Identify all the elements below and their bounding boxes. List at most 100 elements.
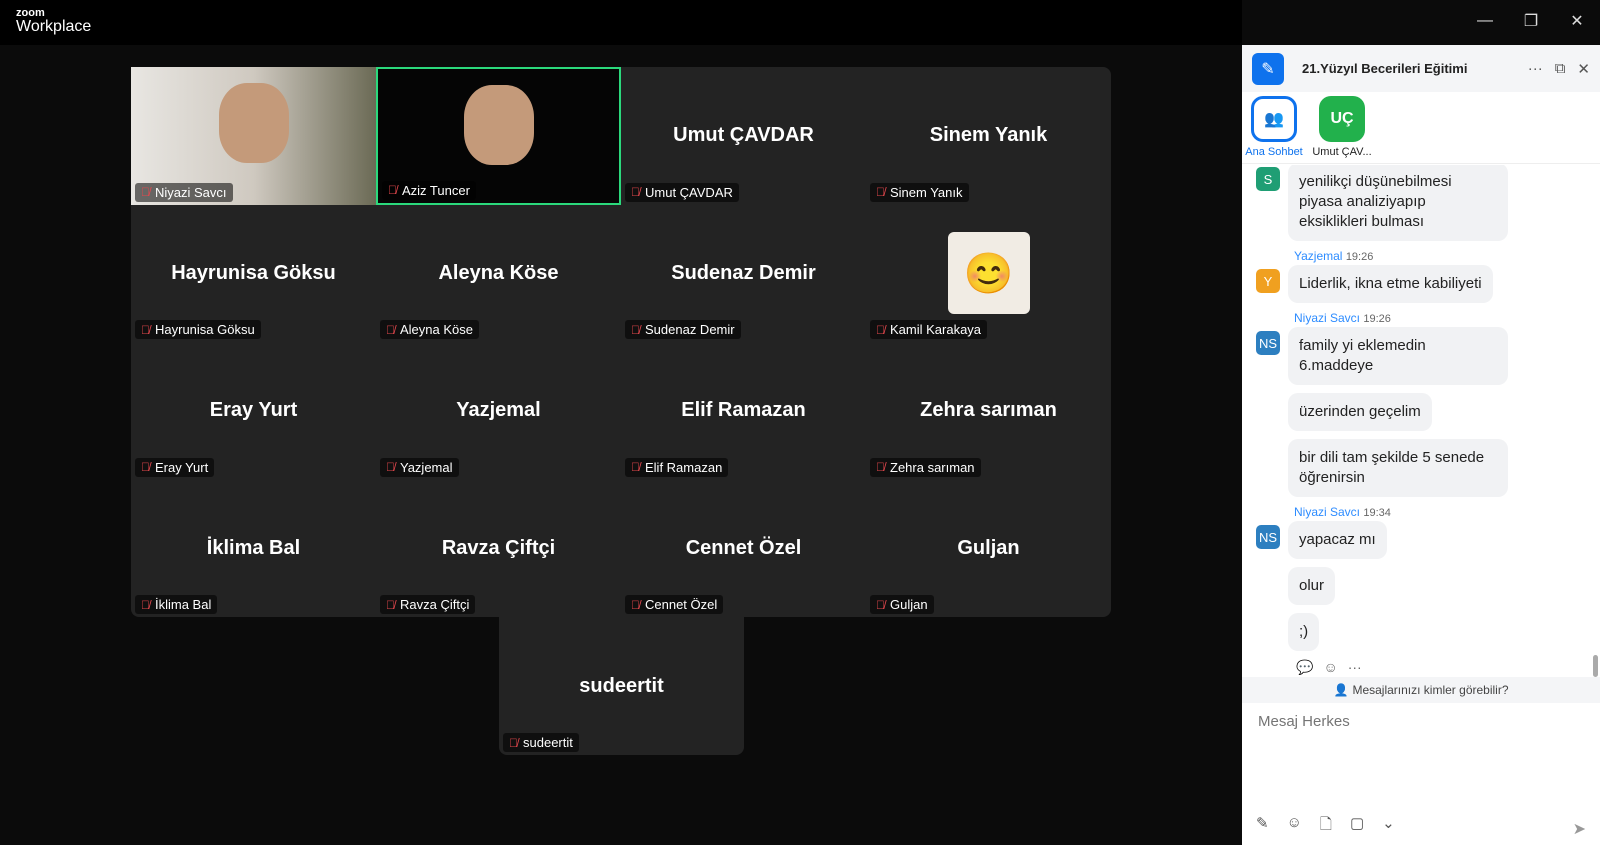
- participant-display-name: Sudenaz Demir: [671, 261, 816, 284]
- participant-tile[interactable]: Elif Ramazan 🎙̸ Elif Ramazan: [621, 342, 866, 480]
- participant-name-label: 🎙̸Hayrunisa Göksu: [135, 320, 261, 339]
- participant-display-name: Hayrunisa Göksu: [171, 261, 336, 284]
- participant-name: Umut ÇAVDAR: [645, 184, 733, 200]
- participant-display-name: sudeertit: [579, 674, 664, 697]
- restore-icon[interactable]: ❐: [1523, 13, 1539, 30]
- file-icon[interactable]: 🗋: [1319, 816, 1332, 833]
- who-can-see-label: Mesajlarınızı kimler görebilir?: [1352, 683, 1509, 697]
- participant-name: Yazjemal: [400, 459, 453, 475]
- participant-name-label: 🎙̸Cennet Özel: [625, 595, 724, 614]
- participant-tile[interactable]: Ravza Çiftçi 🎙̸ Ravza Çiftçi: [376, 480, 621, 618]
- window-controls: — ❐ ✕: [1462, 0, 1600, 42]
- participant-tile[interactable]: Hayrunisa Göksu🎙̸Hayrunisa Göksu: [131, 205, 376, 343]
- format-icon[interactable]: ✎: [1256, 815, 1269, 832]
- who-can-see-link[interactable]: 👤Mesajlarınızı kimler görebilir?: [1242, 677, 1600, 703]
- participant-tile[interactable]: Sudenaz Demir🎙̸Sudenaz Demir: [621, 205, 866, 343]
- close-icon[interactable]: ✕: [1570, 13, 1584, 30]
- scrollbar[interactable]: [1593, 655, 1598, 677]
- participant-tile[interactable]: Zehra sarıman🎙̸Zehra sarıman: [866, 342, 1111, 480]
- mic-muted-icon: 🎙̸: [386, 460, 395, 474]
- message-meta: Yazjemal 19:26: [1294, 249, 1374, 263]
- message-meta: Niyazi Savcı 19:34: [1294, 505, 1391, 519]
- more-icon[interactable]: ···: [1347, 659, 1362, 675]
- participant-name: Ravza Çiftçi: [400, 597, 470, 612]
- tab-main-chat[interactable]: 👥 Ana Sohbet: [1244, 96, 1304, 159]
- participant-name-label: 🎙̸sudeertit: [503, 733, 579, 752]
- mic-muted-icon: 🎙̸: [386, 322, 395, 337]
- avatar: NS: [1256, 525, 1280, 549]
- emoji-icon[interactable]: ☺: [1286, 814, 1302, 831]
- participant-name-label: 🎙̸Aleyna Köse: [380, 320, 479, 339]
- participant-tile[interactable]: Aleyna Köse 🎙̸Aleyna Köse: [376, 205, 621, 343]
- participant-tile[interactable]: 🎙̸ Niyazi Savcı: [131, 67, 376, 205]
- mic-muted-icon: 🎙̸: [388, 183, 397, 197]
- add-reaction-icon[interactable]: ☺: [1323, 659, 1338, 675]
- participant-name-label: 🎙̸ Elif Ramazan: [625, 457, 729, 477]
- participant-name-label: 🎙̸Sinem Yanık: [870, 182, 969, 202]
- participant-tile[interactable]: Eray Yurt 🎙̸Eray Yurt: [131, 342, 376, 480]
- chat-panel: ✎ 21.Yüzyıl Becerileri Eğitimi ··· ⧉ ✕ 👥 An…: [1242, 45, 1600, 845]
- participant-display-name: Zehra sarıman: [920, 399, 1057, 422]
- participant-name-label: 🎙̸ Niyazi Savcı: [135, 182, 233, 202]
- participant-name-label: 🎙̸ Ravza Çiftçi: [380, 595, 476, 614]
- participant-display-name: Sinem Yanık: [929, 124, 1048, 147]
- logo-top: zoom: [16, 7, 45, 19]
- participant-name-label: 🎙̸Aziz Tuncer: [382, 180, 476, 200]
- participant-name: Elif Ramazan: [645, 459, 723, 475]
- message-input[interactable]: [1258, 713, 1538, 730]
- participant-name: Cennet Özel: [645, 597, 718, 612]
- minimize-icon[interactable]: —: [1477, 12, 1493, 29]
- participant-display-name: Elif Ramazan: [681, 399, 806, 422]
- chevron-down-icon[interactable]: ⌄: [1382, 815, 1395, 832]
- participant-tile[interactable]: Cennet Özel🎙̸Cennet Özel: [621, 480, 866, 618]
- avatar: UÇ: [1319, 96, 1365, 142]
- participant-name: Hayrunisa Göksu: [155, 322, 255, 337]
- close-chat-icon[interactable]: ✕: [1577, 60, 1590, 78]
- participant-display-name: Ravza Çiftçi: [441, 536, 556, 559]
- participant-name-label: 🎙̸Eray Yurt: [135, 457, 215, 477]
- message-bubble: ;): [1288, 613, 1320, 651]
- message-bubble: olur: [1288, 567, 1336, 605]
- participant-name-label: 🎙̸ Yazjemal: [380, 457, 459, 477]
- participant-tile[interactable]: Guljan 🎙̸Guljan: [866, 480, 1111, 618]
- composer-toolbar: ✎ ☺ 🗋 ▢ ⌄: [1256, 814, 1395, 839]
- more-icon[interactable]: ···: [1527, 59, 1543, 77]
- participant-display-name: Aleyna Köse: [438, 261, 559, 284]
- mic-muted-icon: 🎙̸: [386, 597, 395, 612]
- avatar: NS: [1256, 331, 1280, 355]
- screenshot-icon[interactable]: ▢: [1349, 815, 1365, 832]
- participant-tile[interactable]: 😊🎙̸Kamil Karakaya: [866, 205, 1111, 343]
- participant-tile[interactable]: Umut ÇAVDAR🎙̸Umut ÇAVDAR: [621, 67, 866, 205]
- participant-display-name: Yazjemal: [456, 399, 541, 422]
- message-bubble: Liderlik, ikna etme kabiliyeti: [1288, 265, 1493, 303]
- participant-display-name: Eray Yurt: [209, 399, 298, 422]
- avatar: Y: [1256, 269, 1280, 293]
- logo-bottom: Workplace: [16, 18, 92, 35]
- participant-name-label: 🎙̸Guljan: [870, 595, 934, 614]
- mic-muted-icon: 🎙̸: [631, 460, 640, 474]
- chat-title: 21.Yüzyıl Becerileri Eğitimi: [1302, 61, 1468, 76]
- tab-label: Ana Sohbet: [1245, 146, 1303, 158]
- reply-icon[interactable]: 💬: [1296, 659, 1314, 675]
- send-icon[interactable]: ➤: [1572, 821, 1586, 838]
- compose-icon[interactable]: ✎: [1252, 52, 1284, 85]
- mic-muted-icon: 🎙̸: [141, 460, 150, 474]
- participant-tile[interactable]: İklima Bal🎙̸İklima Bal: [131, 480, 376, 618]
- participant-name: Niyazi Savcı: [155, 184, 227, 200]
- group-icon: 👥: [1251, 96, 1297, 142]
- participant-display-name: Guljan: [957, 536, 1020, 559]
- avatar: S: [1256, 167, 1280, 191]
- participant-tile[interactable]: Yazjemal 🎙̸ Yazjemal: [376, 342, 621, 480]
- mic-muted-icon: 🎙̸: [141, 185, 150, 199]
- participant-avatar: 😊: [947, 232, 1030, 315]
- participant-display-name: İklima Bal: [206, 536, 301, 559]
- participant-tile[interactable]: sudeertit 🎙̸sudeertit: [499, 617, 744, 755]
- mic-muted-icon: 🎙̸: [631, 185, 640, 199]
- pop-out-icon[interactable]: ⧉: [1554, 59, 1566, 77]
- participant-tile[interactable]: Sinem Yanık 🎙̸Sinem Yanık: [866, 67, 1111, 205]
- person-icon: 👤: [1333, 683, 1349, 697]
- participant-tile[interactable]: 🎙̸Aziz Tuncer: [376, 67, 621, 205]
